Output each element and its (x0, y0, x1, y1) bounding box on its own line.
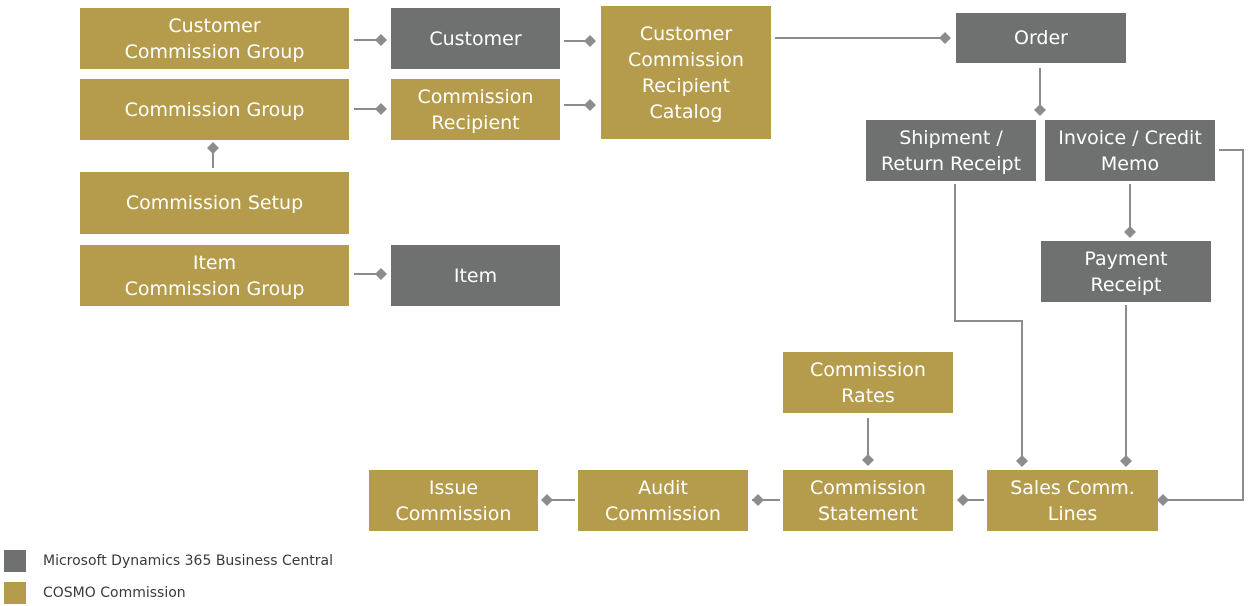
node-issue-commission: Issue Commission (369, 470, 538, 531)
node-label-line: Commission (605, 502, 721, 525)
diamond-item (375, 268, 387, 280)
node-label-line: Commission (628, 48, 744, 71)
node-label-line: Rates (841, 384, 895, 407)
node-commission-group: Commission Group (80, 79, 349, 140)
node-label-line: Customer (639, 22, 733, 45)
node-label-line: Commission (810, 358, 926, 381)
node-shipment-return-receipt: Shipment / Return Receipt (866, 120, 1036, 181)
node-customer-commission-recipient-catalog: Customer Commission Recipient Catalog (601, 6, 771, 139)
legend-label: Microsoft Dynamics 365 Business Central (43, 553, 333, 569)
node-label-line: Catalog (649, 100, 723, 123)
diamond-payment-receipt (1124, 226, 1136, 238)
node-label-line: Audit (638, 476, 688, 499)
node-label-line: Item (192, 251, 237, 274)
diamond-recipient-catalog-bottom (584, 99, 596, 111)
node-item: Item (391, 245, 560, 306)
diamond-order (939, 32, 951, 44)
node-commission-setup: Commission Setup (80, 172, 349, 234)
legend-swatch-gray (4, 550, 26, 572)
diamond-commission-recipient (375, 103, 387, 115)
node-label-line: Commission Setup (125, 192, 304, 214)
diamond-commission-statement-right (957, 494, 969, 506)
legend-label: COSMO Commission (43, 585, 186, 601)
node-label-line: Item (453, 264, 498, 287)
node-label-line: Commission Group (124, 277, 305, 300)
legend-swatch-gold (4, 582, 26, 604)
node-label-line: Recipient (431, 111, 520, 134)
node-label-line: Order (1014, 27, 1068, 49)
legend-business-central: Microsoft Dynamics 365 Business Central (4, 550, 333, 572)
node-label-line: Receipt (1090, 273, 1162, 296)
node-commission-rates: Commission Rates (783, 352, 953, 413)
diamond-sales-comm-lines-left (1016, 455, 1028, 467)
node-customer: Customer (391, 8, 560, 69)
node-sales-comm-lines: Sales Comm. Lines (987, 470, 1158, 531)
node-label-line: Recipient (641, 74, 731, 97)
diamond-customer (375, 34, 387, 46)
diamond-documents (1034, 104, 1046, 116)
diamond-sales-comm-lines-mid (1120, 455, 1132, 467)
node-label-line: Commission (395, 502, 512, 525)
legend-cosmo: COSMO Commission (4, 582, 186, 604)
node-order: Order (956, 13, 1126, 63)
node-label-line: Lines (1047, 502, 1098, 525)
node-label-line: Customer (429, 27, 522, 50)
node-label-line: Statement (818, 502, 918, 525)
node-payment-receipt: Payment Receipt (1041, 241, 1211, 302)
diamond-commission-statement-top (862, 454, 874, 466)
node-commission-statement: Commission Statement (783, 470, 953, 531)
diamond-recipient-catalog-top (584, 35, 596, 47)
connector-invoice-to-sales-comm-lines (1163, 149, 1244, 501)
diamond-commission-group (207, 142, 219, 154)
node-label-line: Shipment / (899, 126, 1003, 149)
node-label-line: Payment (1084, 247, 1168, 270)
node-label-line: Commission Group (124, 40, 305, 63)
node-invoice-credit-memo: Invoice / Credit Memo (1045, 120, 1215, 181)
diamond-issue-commission (541, 494, 553, 506)
node-label-line: Memo (1100, 152, 1160, 175)
diamond-audit-commission (752, 494, 764, 506)
node-label-line: Customer (168, 14, 261, 37)
node-label-line: Sales Comm. (1010, 476, 1135, 499)
node-label-line: Return Receipt (880, 152, 1022, 175)
node-label-line: Commission (417, 85, 534, 108)
node-commission-recipient: Commission Recipient (391, 79, 560, 140)
node-label-line: Commission (810, 476, 926, 499)
node-label-line: Commission Group (124, 98, 305, 121)
node-item-commission-group: Item Commission Group (80, 245, 349, 306)
node-audit-commission: Audit Commission (578, 470, 748, 531)
node-label-line: Issue (428, 476, 479, 499)
node-customer-commission-group: Customer Commission Group (80, 8, 349, 69)
node-label-line: Invoice / Credit (1058, 126, 1202, 149)
diamond-sales-comm-lines-right (1157, 494, 1169, 506)
connector-shipment-to-sales-comm-lines (954, 184, 1023, 460)
